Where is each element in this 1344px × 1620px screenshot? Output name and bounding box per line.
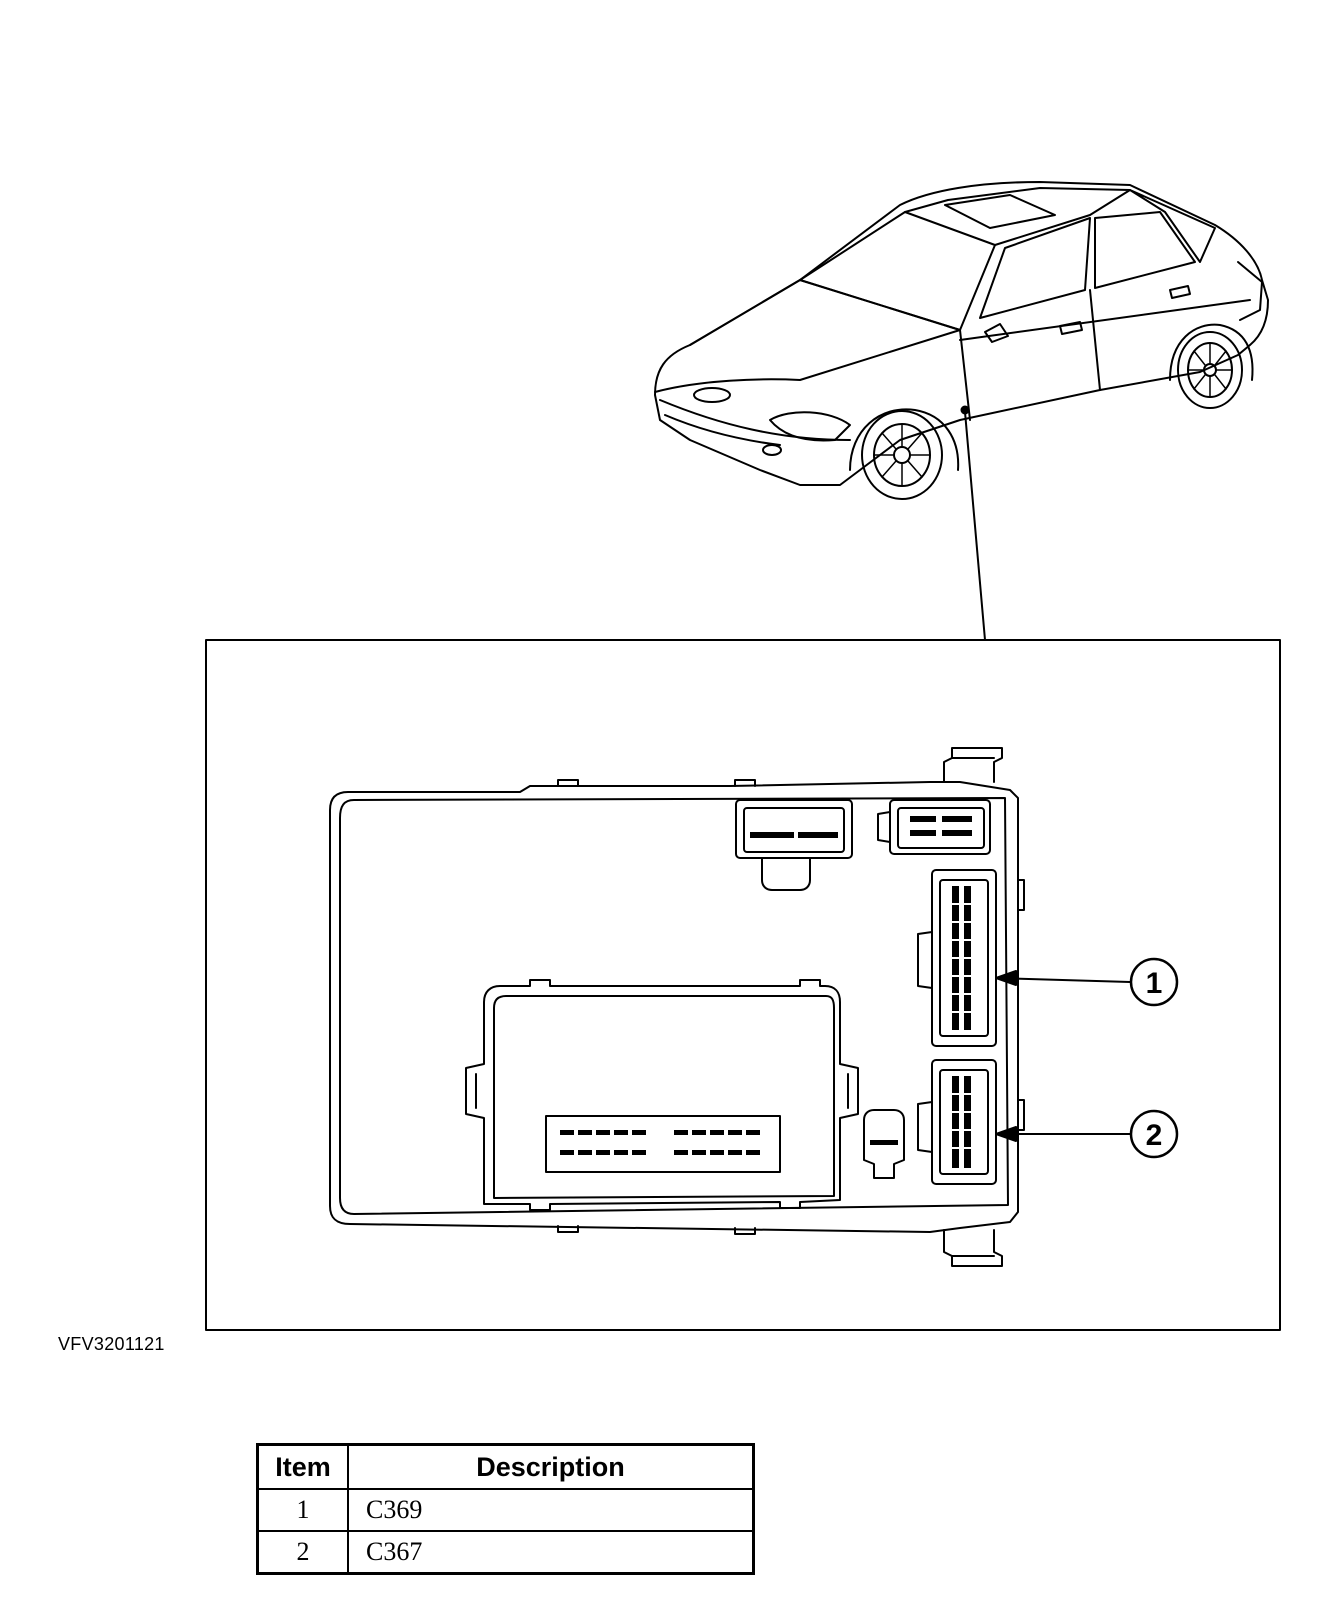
terminal-label-strip xyxy=(545,1115,781,1173)
callout-circle-2 xyxy=(1129,1109,1179,1159)
callout-number-1: 1 xyxy=(1146,967,1163,1000)
relay-cover xyxy=(465,979,859,1211)
table-row: 1 C369 xyxy=(256,1488,755,1532)
legend-description-cell: C369 xyxy=(347,1488,755,1532)
table-row: 2 C367 xyxy=(256,1530,755,1575)
top-center-connector xyxy=(735,799,853,891)
legend-item-cell: 1 xyxy=(256,1488,349,1532)
module-housing xyxy=(329,747,1025,1267)
legend-header-item: Item xyxy=(256,1443,349,1490)
legend-header-description: Description xyxy=(347,1443,755,1490)
callout-arrow-2 xyxy=(995,1126,1131,1142)
callout-circle-1 xyxy=(1129,957,1179,1007)
legend-description-cell: C367 xyxy=(347,1530,755,1575)
location-leader-line xyxy=(964,411,986,641)
callout-number-2: 2 xyxy=(1146,1119,1163,1152)
detail-frame xyxy=(205,639,1281,1331)
lower-right-connector xyxy=(917,1059,997,1185)
vehicle-illustration xyxy=(654,181,1269,500)
callout-arrow-1 xyxy=(995,970,1131,986)
top-right-connector xyxy=(877,799,991,855)
upper-right-connector xyxy=(917,869,997,1047)
figure-code: VFV3201121 xyxy=(58,1334,165,1354)
legend-header-row: Item Description xyxy=(256,1443,755,1490)
small-connector xyxy=(863,1109,905,1179)
legend-table: Item Description 1 C369 2 C367 xyxy=(256,1443,755,1575)
legend-item-cell: 2 xyxy=(256,1530,349,1575)
